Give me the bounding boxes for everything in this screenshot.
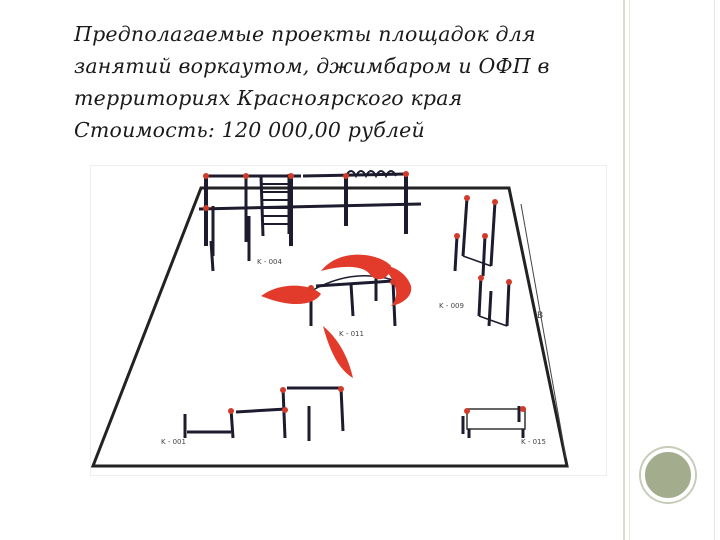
title-line-3: территориях Красноярского края — [74, 86, 463, 110]
top-crossbar — [198, 202, 422, 211]
title-line-4: Стоимость: 120 000,00 рублей — [74, 118, 425, 142]
joint-markers — [203, 171, 526, 414]
bottom-bars-group — [183, 386, 345, 441]
label-k011: K - 011 — [339, 330, 364, 338]
title-line-1: Предполагаемые проекты площадок для — [74, 22, 536, 46]
label-k001: K - 001 — [161, 438, 186, 446]
label-k015: K - 015 — [521, 438, 546, 446]
bench — [461, 406, 526, 438]
label-k009: K - 009 — [439, 302, 464, 310]
dimension-line — [520, 203, 567, 459]
slide-title: Предполагаемые проекты площадок для заня… — [74, 18, 619, 146]
playground-plan-drawing: B — [91, 170, 569, 468]
decorative-circle — [641, 448, 695, 502]
slide-frame-line-inner — [629, 0, 630, 540]
parallel-bars-group — [453, 197, 511, 327]
brand-logo-icon — [261, 254, 412, 378]
dimension-label: B — [537, 311, 543, 321]
ladder-rungs — [262, 183, 289, 225]
label-k004: K - 004 — [257, 258, 282, 266]
title-line-2: занятий воркаутом, джимбаром и ОФП в — [74, 54, 550, 78]
slide-frame-line-outer — [714, 0, 715, 540]
slide-frame-line — [623, 0, 625, 540]
playground-plan-image: B — [90, 165, 607, 476]
